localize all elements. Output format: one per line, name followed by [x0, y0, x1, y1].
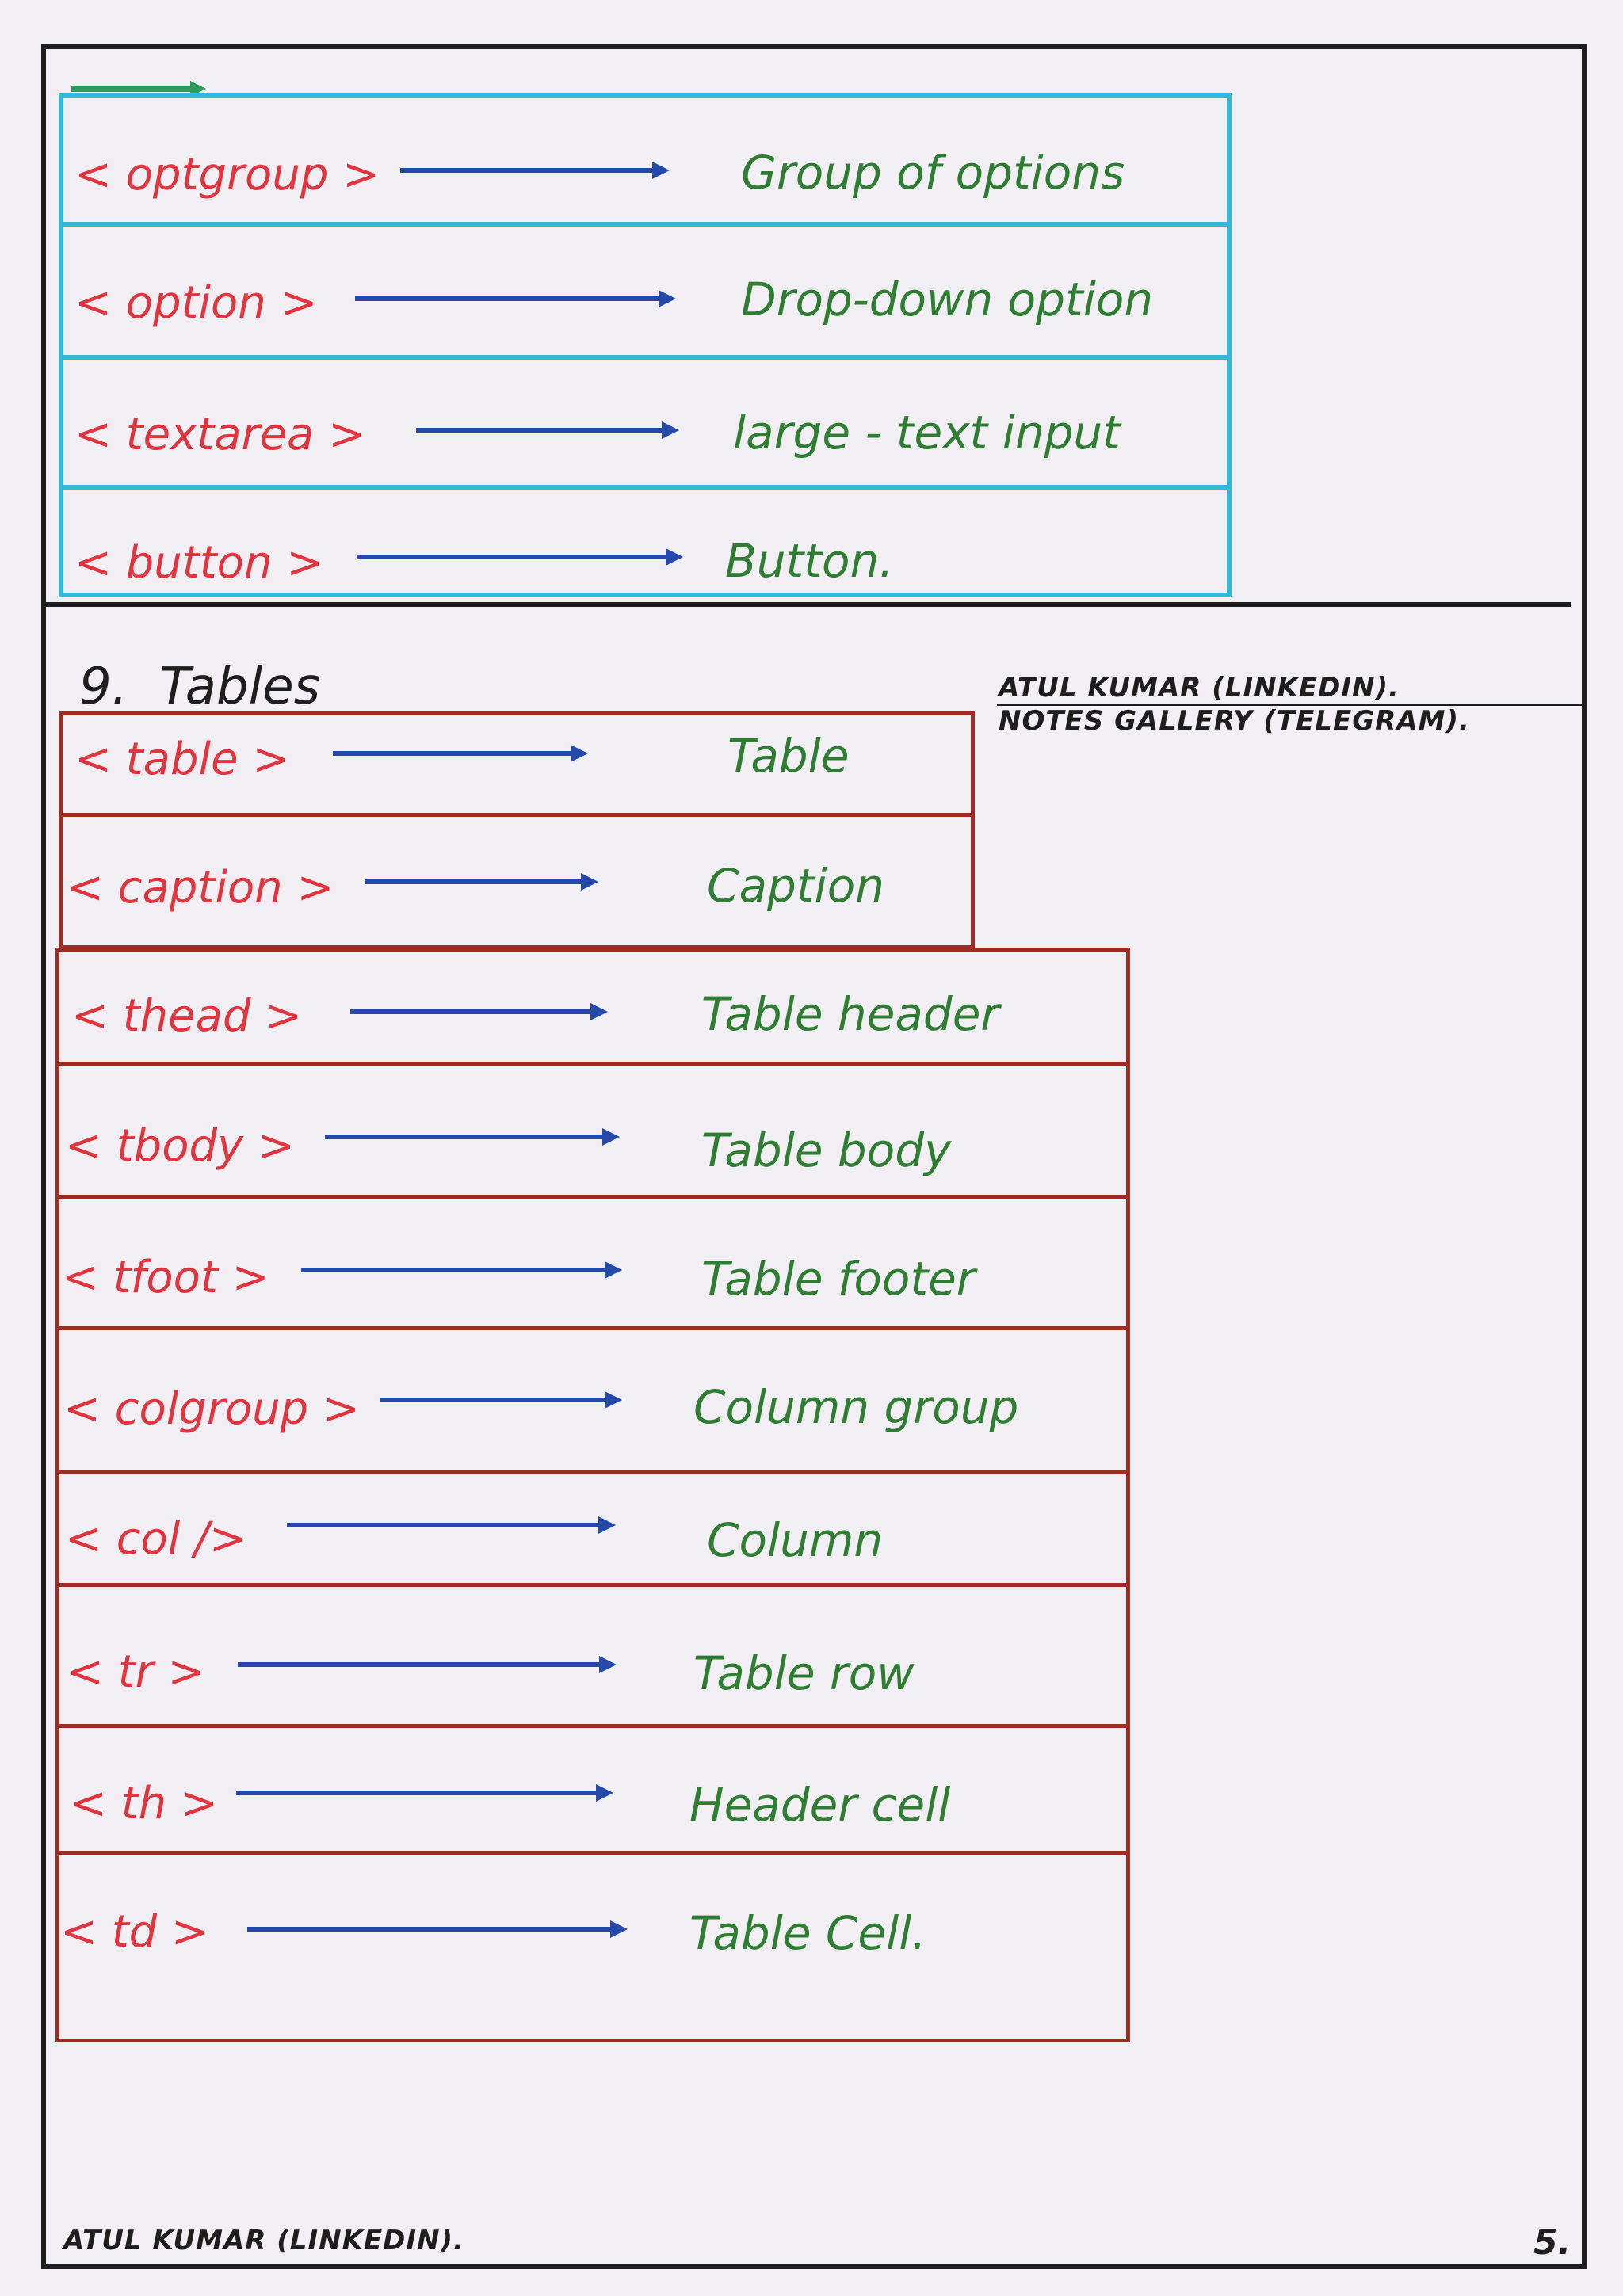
credit-telegram: NOTES GALLERY (TELEGRAM). [999, 705, 1470, 737]
arrow-icon [333, 745, 588, 762]
arrow-icon [301, 1261, 622, 1279]
footer-credit: ATUL KUMAR (LINKEDIN). [63, 2225, 464, 2256]
arrow-icon [365, 873, 598, 891]
table-row-divider [55, 1326, 1130, 1330]
green-arrow-icon [71, 81, 206, 97]
arrow-icon [355, 290, 676, 307]
thead-description: Table header [701, 987, 1000, 1041]
td-tag: < td > [60, 1906, 208, 1958]
section-divider [41, 602, 1571, 607]
textarea-tag: < textarea > [74, 409, 366, 460]
caption-tag: < caption > [67, 862, 334, 913]
table-row-divider [55, 1583, 1130, 1587]
arrow-icon [325, 1128, 620, 1146]
form-elements-box [59, 93, 1232, 597]
credit-underline [997, 704, 1583, 706]
tfoot-tag: < tfoot > [62, 1252, 269, 1303]
col-tag: < col /> [65, 1513, 246, 1565]
table-row-divider [55, 1195, 1130, 1199]
table-row-divider [55, 1724, 1130, 1728]
colgroup-tag: < colgroup > [63, 1383, 360, 1435]
form-row-divider [59, 485, 1232, 490]
th-tag: < th > [70, 1778, 218, 1829]
caption-description: Caption [707, 859, 884, 913]
table-row-divider [55, 1470, 1130, 1474]
arrow-icon [287, 1516, 616, 1534]
arrow-icon [236, 1784, 613, 1802]
td-description: Table Cell. [689, 1906, 926, 1960]
arrow-icon [416, 421, 679, 439]
table-row-divider [55, 1062, 1130, 1066]
button-description: Button. [725, 534, 894, 588]
th-description: Header cell [689, 1778, 951, 1832]
arrow-icon [400, 162, 670, 179]
section-heading: 9. Tables [79, 658, 320, 716]
textarea-description: large - text input [733, 406, 1121, 460]
form-row-divider [59, 222, 1232, 227]
page-number: 5. [1533, 2222, 1571, 2263]
section-title: Tables [159, 658, 321, 716]
button-tag: < button > [74, 537, 324, 589]
section-number: 9. [79, 658, 128, 716]
tables-box-top [59, 711, 975, 949]
table-row-divider [55, 1851, 1130, 1855]
optgroup-description: Group of options [741, 146, 1125, 200]
tables-box-bottom [55, 948, 1130, 2042]
arrow-icon [357, 548, 683, 566]
table-description: Table [727, 729, 850, 783]
colgroup-description: Column group [693, 1380, 1019, 1434]
table-tag: < table > [74, 734, 290, 785]
arrow-icon [380, 1391, 622, 1409]
page-border [41, 44, 1587, 2269]
thead-tag: < thead > [71, 990, 303, 1042]
option-description: Drop-down option [741, 273, 1154, 326]
form-row-divider [59, 355, 1232, 360]
option-tag: < option > [74, 277, 318, 329]
arrow-icon [238, 1656, 617, 1673]
tr-tag: < tr > [67, 1646, 205, 1698]
optgroup-tag: < optgroup > [74, 149, 380, 200]
tfoot-description: Table footer [701, 1252, 976, 1306]
tbody-description: Table body [701, 1123, 952, 1177]
arrow-icon [350, 1003, 608, 1020]
tr-description: Table row [693, 1646, 915, 1700]
col-description: Column [707, 1513, 884, 1567]
table-row-divider [59, 813, 975, 817]
credit-linkedin: ATUL KUMAR (LINKEDIN). [999, 672, 1400, 704]
tbody-tag: < tbody > [65, 1120, 295, 1172]
arrow-icon [247, 1920, 628, 1938]
